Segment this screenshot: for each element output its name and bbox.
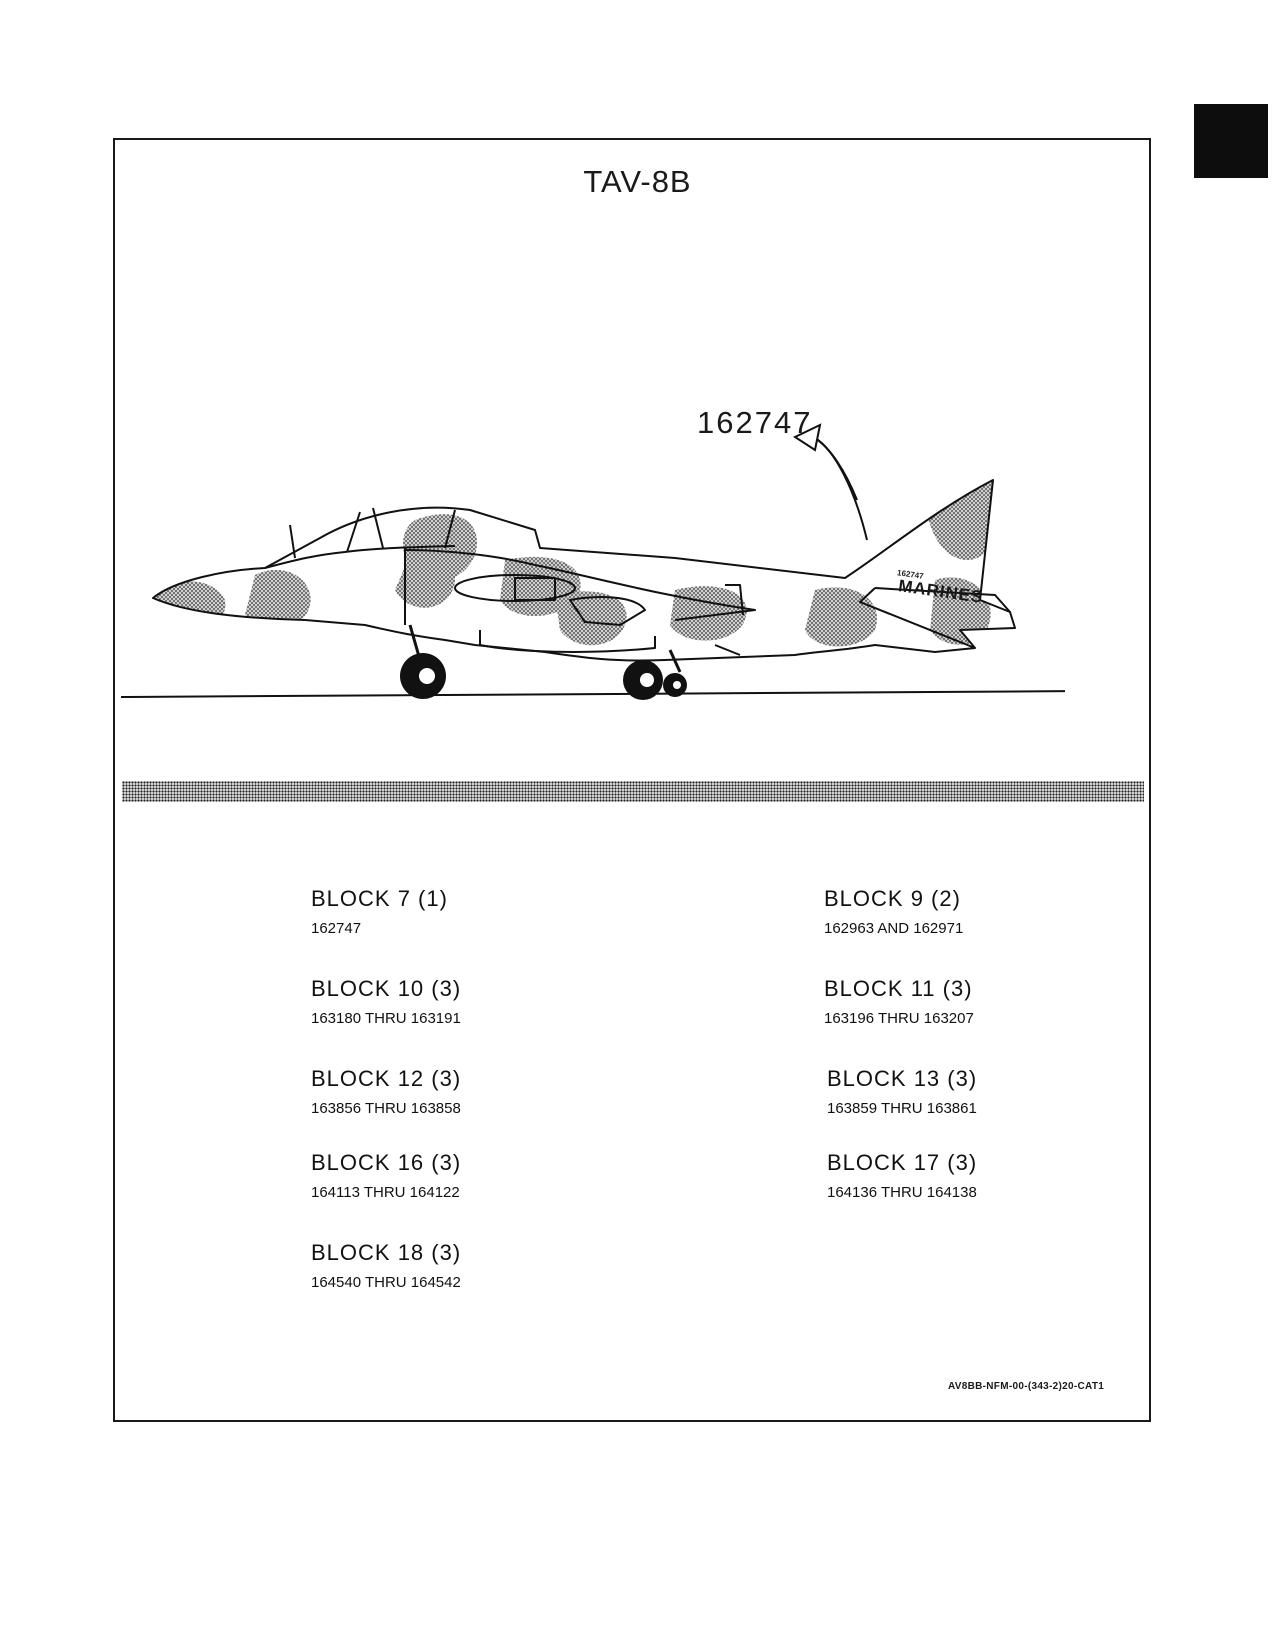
block-name: BLOCK 10 (3) — [311, 976, 462, 1001]
callout-arrow-icon — [792, 423, 868, 541]
block-name: BLOCK 9 (2) — [824, 886, 961, 911]
section-thumb-tab — [1194, 104, 1268, 178]
block-name: BLOCK 16 (3) — [311, 1150, 462, 1175]
block-entry: BLOCK 12 (3) 163856 THRU 163858 — [311, 1066, 461, 1117]
block-name: BLOCK 7 (1) — [311, 886, 448, 911]
block-name: BLOCK 11 (3) — [824, 976, 973, 1001]
block-entry: BLOCK 17 (3) 164136 THRU 164138 — [827, 1150, 977, 1201]
block-serials: 164136 THRU 164138 — [827, 1184, 977, 1201]
block-name: BLOCK 13 (3) — [827, 1066, 978, 1091]
page-title: TAV-8B — [583, 164, 692, 199]
block-entry: BLOCK 16 (3) 164113 THRU 164122 — [311, 1150, 461, 1201]
block-name: BLOCK 18 (3) — [311, 1240, 462, 1265]
block-name: BLOCK 12 (3) — [311, 1066, 462, 1091]
figure-frame — [113, 138, 1151, 1422]
block-entry: BLOCK 10 (3) 163180 THRU 163191 — [311, 976, 461, 1027]
section-divider — [122, 781, 1144, 802]
block-serials: 164113 THRU 164122 — [311, 1184, 460, 1201]
ground-line — [120, 690, 1065, 698]
block-entry: BLOCK 9 (2) 162963 AND 162971 — [824, 886, 963, 937]
serial-callout: 162747 — [697, 405, 813, 440]
block-serials: 163180 THRU 163191 — [311, 1010, 461, 1027]
block-serials: 163196 THRU 163207 — [824, 1010, 974, 1027]
block-serials: 163859 THRU 163861 — [827, 1100, 977, 1117]
block-entry: BLOCK 18 (3) 164540 THRU 164542 — [311, 1240, 461, 1291]
block-serials: 162963 AND 162971 — [824, 920, 964, 937]
block-entry: BLOCK 13 (3) 163859 THRU 163861 — [827, 1066, 977, 1117]
aircraft-outline — [152, 479, 1016, 662]
block-serials: 162747 — [311, 920, 362, 937]
block-serials: 164540 THRU 164542 — [311, 1274, 461, 1291]
camouflage-pattern — [155, 480, 1001, 647]
block-entry: BLOCK 11 (3) 163196 THRU 163207 — [824, 976, 974, 1027]
block-entry: BLOCK 7 (1) 162747 — [311, 886, 448, 937]
block-serials: 163856 THRU 163858 — [311, 1100, 461, 1117]
aircraft-illustration — [120, 423, 1065, 700]
block-name: BLOCK 17 (3) — [827, 1150, 978, 1175]
landing-gear — [400, 624, 687, 700]
figure-id: AV8BB-NFM-00-(343-2)20-CAT1 — [948, 1381, 1105, 1392]
